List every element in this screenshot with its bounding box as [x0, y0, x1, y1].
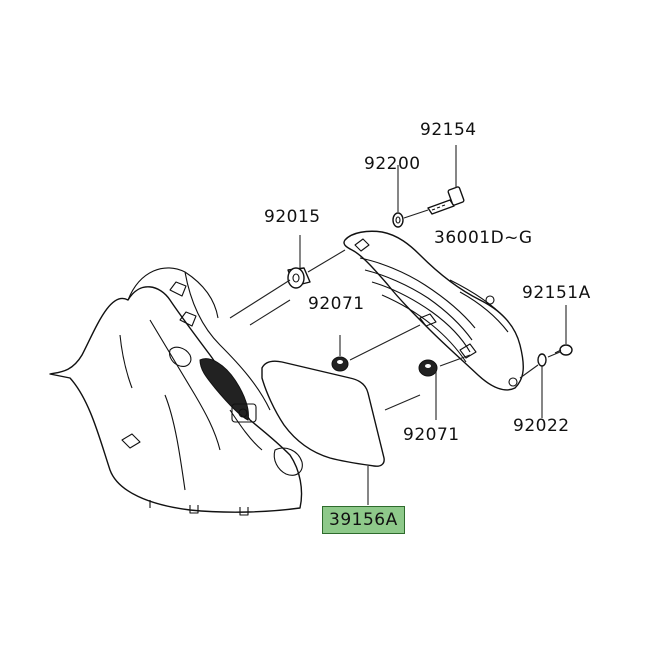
fairing-body — [49, 267, 303, 516]
assembly-lines — [229, 209, 561, 411]
label-92015: 92015 — [264, 207, 321, 227]
label-39156A-highlighted[interactable]: 39156A — [322, 506, 405, 534]
washer-92022 — [537, 353, 547, 418]
washer-92200 — [392, 165, 404, 228]
side-panel-36001 — [343, 230, 524, 391]
label-36001: 36001D~G — [434, 228, 533, 248]
label-92151A: 92151A — [522, 283, 591, 303]
label-92071-upper: 92071 — [308, 294, 365, 314]
label-92022: 92022 — [513, 416, 570, 436]
label-92154: 92154 — [420, 120, 477, 140]
label-92200: 92200 — [364, 154, 421, 174]
grommet-92015 — [287, 235, 311, 289]
label-92071-lower: 92071 — [403, 425, 460, 445]
cover-panel-39156A — [261, 360, 385, 505]
bolt-92154 — [427, 145, 465, 215]
screw-92151A — [554, 305, 573, 356]
grommet-92071-upper — [331, 335, 349, 372]
grommet-92071-lower — [418, 359, 438, 420]
